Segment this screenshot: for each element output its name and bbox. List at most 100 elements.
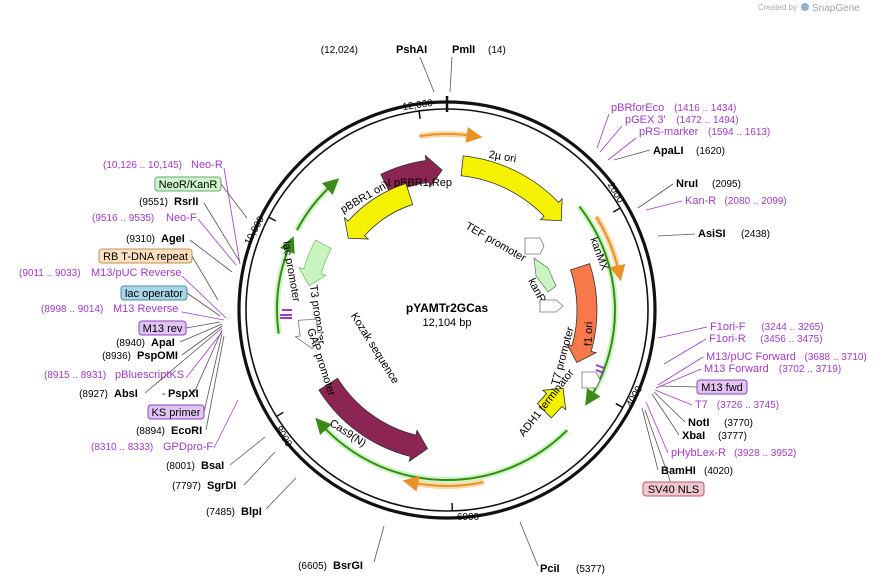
primers: pBRforEco(1416 .. 1434)pGEX 3'(1472 .. 1… xyxy=(19,102,867,459)
site-sgrdi[interactable]: (7797) SgrDI xyxy=(172,480,236,492)
snapgene-logo-icon xyxy=(801,3,809,11)
site-pos-apai: (8940) xyxy=(116,338,145,349)
site-name-sgrdi: SgrDI xyxy=(207,480,236,492)
map-center: pYAMTr2GCas 12,104 bp xyxy=(406,301,489,329)
site-rsrii[interactable]: (9551)RsrII xyxy=(139,196,198,208)
feature-2-ori[interactable] xyxy=(460,155,563,222)
feature-kanmx[interactable] xyxy=(566,263,598,363)
feature-cas9-n[interactable] xyxy=(318,377,429,463)
box-label-m13-fwd: M13 fwd xyxy=(701,382,743,394)
site-xbai[interactable]: XbaI(3777) xyxy=(682,430,747,442)
primer-line-f1ori-r xyxy=(663,338,707,365)
site-pos-sgrdi: (7797) xyxy=(172,481,201,492)
primer-pos-prs-marker: (1594 .. 1613) xyxy=(708,127,770,138)
primer-m13-forward[interactable]: M13 Forward(3702 .. 3719) xyxy=(704,363,841,375)
credit: Created by SnapGene xyxy=(758,3,860,14)
primer-phyblex-r[interactable]: pHybLex-R(3928 .. 3952) xyxy=(671,447,796,459)
feature-lac-promoter[interactable] xyxy=(298,239,332,287)
site-nrui[interactable]: NruI(2095) xyxy=(676,178,741,190)
primer-name-m13-puc-reverse: M13/pUC Reverse xyxy=(91,267,181,279)
tick-label-6000: 6000 xyxy=(457,512,480,523)
site-apali[interactable]: ApaLI(1620) xyxy=(653,145,725,157)
site-pos-bamhi: (4020) xyxy=(704,466,733,477)
site-pos-pcii: (5377) xyxy=(576,564,605,575)
tick-12-000 xyxy=(418,110,421,119)
site-pos-asisi: (2438) xyxy=(741,229,770,240)
box-line-6 xyxy=(644,409,674,490)
primer-pos-gpdpro-f: (8310 .. 8333) xyxy=(91,442,153,453)
site-noti[interactable]: NotI(3770) xyxy=(688,417,753,429)
box-ks-primer[interactable]: KS primer xyxy=(147,404,205,420)
site-bsai[interactable]: (8001)BsaI xyxy=(166,460,224,472)
site-ecori[interactable]: (8894)EcoRI xyxy=(136,425,202,437)
box-label-lac-operator: lac operator xyxy=(125,288,183,300)
adh1-terminator-arrow xyxy=(581,371,601,389)
site-apai[interactable]: (8940)ApaI xyxy=(116,337,175,349)
site-name-bsrgi: BsrGI xyxy=(333,560,363,572)
primer-name-m13-forward: M13 Forward xyxy=(704,363,769,375)
site-line-absi xyxy=(144,327,223,394)
primer-neo-f[interactable]: (9516 .. 9535)Neo-F xyxy=(92,212,197,224)
site-line-apai xyxy=(179,323,223,343)
restriction-sites: (12,024)PshAI PmlI(14) ApaLI(1620) NruI(209… xyxy=(79,44,770,575)
site-pspomi[interactable]: (8936)PspOMI xyxy=(102,350,178,362)
box-lac-operator[interactable]: lac operator xyxy=(120,285,188,301)
feature-gap-promoter[interactable] xyxy=(294,318,324,350)
tick-10-000 xyxy=(268,216,277,222)
primer-m13-reverse[interactable]: (8998 .. 9014)M13 Reverse xyxy=(41,303,178,315)
primer-f1ori-r[interactable]: F1ori-R(3456 .. 3475) xyxy=(709,333,823,345)
credit-prefix: Created by xyxy=(758,3,797,12)
primer-pbluescriptks[interactable]: (8915 .. 8931)pBluescriptKS xyxy=(44,369,184,381)
primer-t7[interactable]: T7(3726 .. 3745) xyxy=(695,399,779,411)
box-m13-fwd[interactable]: M13 fwd xyxy=(696,379,748,395)
site-asisi[interactable]: AsiSI(2438) xyxy=(698,228,770,240)
site-pspxi[interactable]: PspXI xyxy=(168,388,199,400)
box-rb-t-dna-repeat[interactable]: RB T-DNA repeat xyxy=(98,248,193,264)
site-name-noti: NotI xyxy=(688,417,709,429)
primer-f1ori-f[interactable]: F1ori-F(3244 .. 3265) xyxy=(710,321,824,333)
site-line-pspomi xyxy=(181,325,223,356)
primer-gpdpro-f[interactable]: (8310 .. 8333)GPDpro-F xyxy=(91,441,213,453)
site-blpi[interactable]: (7485)BlpI xyxy=(206,506,262,518)
feature-pbbr1-oriv[interactable] xyxy=(343,183,414,240)
primer-m13-puc-reverse[interactable]: (9011 .. 9033) M13/pUC Reverse xyxy=(19,267,181,279)
box-sv40-nls[interactable]: SV40 NLS xyxy=(642,481,705,497)
box-label-rb-t-dna-repeat: RB T-DNA repeat xyxy=(103,251,188,263)
site-pos-ecori: (8894) xyxy=(136,426,165,437)
primer-prs-marker[interactable]: pRS-marker(1594 .. 1613) xyxy=(639,126,770,138)
site-line-pshai xyxy=(419,56,435,93)
primer-kan-r[interactable]: Kan-R(2080 .. 2099) xyxy=(685,195,787,207)
primer-pos-f1ori-f: (3244 .. 3265) xyxy=(761,322,823,333)
site-pos-pspomi: (8936) xyxy=(102,351,131,362)
site-name-nrui: NruI xyxy=(676,178,698,190)
primer-line-pgex-3 xyxy=(599,125,623,153)
feature-label-pbbr1-rep: pBBR1 Rep xyxy=(394,177,452,189)
box-line-3 xyxy=(185,321,221,329)
feature-label-kozak-sequence: Kozak sequence xyxy=(348,311,401,386)
primer-pgex-3[interactable]: pGEX 3'(1472 .. 1494) xyxy=(625,114,739,126)
site-pshai[interactable]: (12,024)PshAI xyxy=(321,44,427,56)
site-bsrgi[interactable]: (6605)BsrGI xyxy=(298,560,363,572)
box-line-0 xyxy=(220,183,248,219)
primer-pos-m13-reverse: (8998 .. 9014) xyxy=(41,304,103,315)
site-pcii[interactable]: PciI(5377) xyxy=(540,563,605,575)
site-line-asisi xyxy=(657,233,696,237)
primer-neo-r[interactable]: (10,126 .. 10,145)Neo-R xyxy=(103,159,223,171)
box-rect-neor-kanr xyxy=(154,176,222,192)
primer-line-prs-marker xyxy=(607,137,637,161)
site-pmli[interactable]: PmlI(14) xyxy=(452,44,506,56)
site-line-pspxi xyxy=(193,329,223,394)
green-arc-left-mid xyxy=(276,236,295,334)
primer-m13-puc-forward[interactable]: M13/pUC Forward(3688 .. 3710) xyxy=(706,351,867,363)
site-absi[interactable]: (8927)AbsI xyxy=(79,388,138,400)
site-line-rsrii xyxy=(203,202,241,263)
feature-f1-ori[interactable] xyxy=(536,387,567,419)
site-agei[interactable]: (9310)AgeI xyxy=(126,233,185,245)
tick-label-12-000: 12,000 xyxy=(402,98,434,113)
site-pos-blpi: (7485) xyxy=(206,507,235,518)
site-bamhi[interactable]: BamHI(4020) xyxy=(661,465,733,477)
primer-pos-m13-puc-reverse: (9011 .. 9033) xyxy=(19,268,81,279)
primer-pbrforeco[interactable]: pBRforEco(1416 .. 1434) xyxy=(611,102,736,114)
box-m13-rev[interactable]: M13 rev xyxy=(138,320,187,336)
box-neor-kanr[interactable]: NeoR/KanR xyxy=(154,176,222,192)
